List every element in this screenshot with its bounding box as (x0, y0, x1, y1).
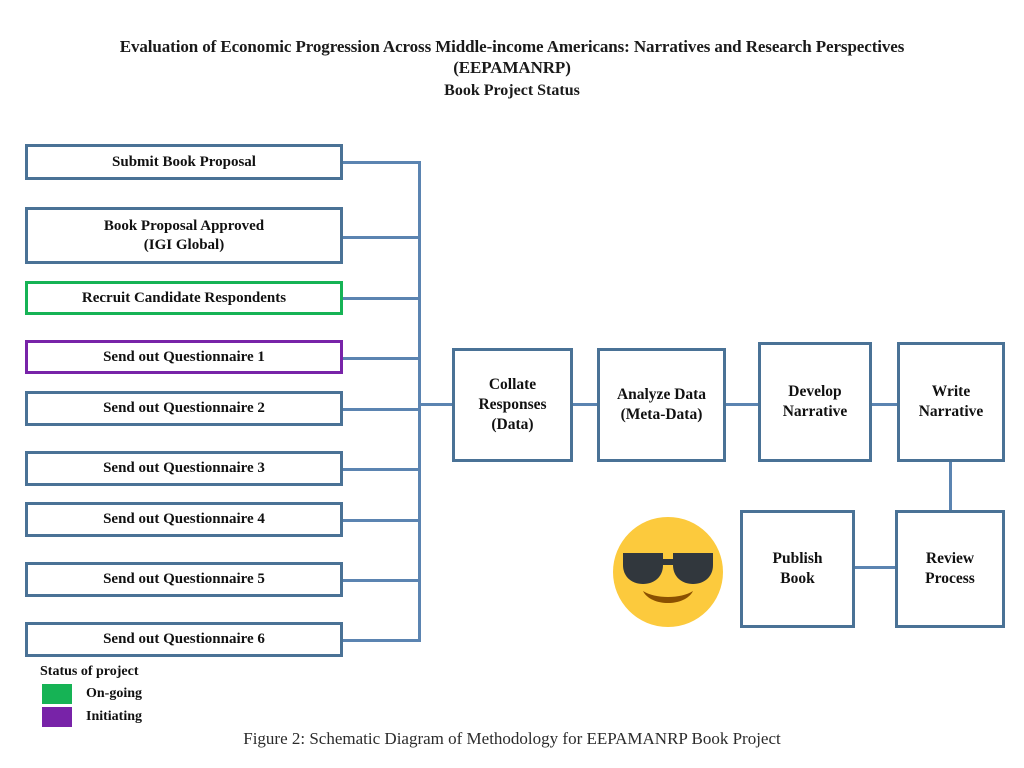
node-label: Send out Questionnaire 3 (103, 460, 265, 476)
figure-caption: Figure 2: Schematic Diagram of Methodolo… (243, 729, 781, 748)
legend: Status of project On-going Initiating (40, 663, 340, 728)
connector-left-7 (343, 519, 421, 522)
legend-label: Initiating (86, 709, 143, 724)
node-review-process[interactable]: Review Process (895, 510, 1005, 628)
node-label: Review Process (925, 550, 975, 587)
node-label: Send out Questionnaire 5 (103, 571, 265, 587)
node-submit-book-proposal[interactable]: Submit Book Proposal (25, 144, 343, 180)
connector-left-4 (343, 357, 421, 360)
connector-bus-to-collate (418, 403, 454, 406)
connector-left-1 (343, 161, 421, 164)
connector-publish-to-review (853, 566, 897, 569)
connector-left-6 (343, 468, 421, 471)
connector-left-3 (343, 297, 421, 300)
connector-left-9 (343, 639, 421, 642)
legend-item-initiating: Initiating (40, 705, 340, 728)
connector-develop-to-write (870, 403, 899, 406)
node-send-out-questionnaire-5[interactable]: Send out Questionnaire 5 (25, 562, 343, 597)
node-label: Write Narrative (918, 383, 984, 420)
legend-title: Status of project (40, 664, 139, 679)
node-label: Book Proposal Approved (IGI Global) (103, 217, 265, 253)
title-line-2: (EEPAMANRP) (453, 58, 571, 77)
node-write-narrative[interactable]: Write Narrative (897, 342, 1005, 462)
node-label: Publish Book (772, 550, 823, 587)
node-label: Send out Questionnaire 4 (103, 511, 265, 527)
node-label: Collate Responses (Data) (478, 376, 547, 433)
node-send-out-questionnaire-4[interactable]: Send out Questionnaire 4 (25, 502, 343, 537)
connector-analyze-to-develop (724, 403, 760, 406)
node-book-proposal-approved[interactable]: Book Proposal Approved (IGI Global) (25, 207, 343, 264)
node-send-out-questionnaire-1[interactable]: Send out Questionnaire 1 (25, 340, 343, 374)
title-line-1: Evaluation of Economic Progression Acros… (119, 37, 905, 56)
node-collate-responses[interactable]: Collate Responses (Data) (452, 348, 573, 462)
node-label: Send out Questionnaire 2 (103, 400, 265, 416)
node-label: Analyze Data (Meta-Data) (616, 386, 707, 423)
node-send-out-questionnaire-3[interactable]: Send out Questionnaire 3 (25, 451, 343, 486)
node-label: Submit Book Proposal (112, 153, 256, 170)
legend-swatch-initiating (42, 706, 72, 727)
connector-write-to-review (949, 459, 952, 513)
node-develop-narrative[interactable]: Develop Narrative (758, 342, 872, 462)
connector-left-8 (343, 579, 421, 582)
node-label: Send out Questionnaire 6 (103, 631, 265, 647)
connector-collate-to-analyze (571, 403, 599, 406)
connector-left-2 (343, 236, 421, 239)
connector-left-5 (343, 408, 421, 411)
node-recruit-candidate-respondents[interactable]: Recruit Candidate Respondents (25, 281, 343, 315)
node-analyze-data[interactable]: Analyze Data (Meta-Data) (597, 348, 726, 462)
node-send-out-questionnaire-6[interactable]: Send out Questionnaire 6 (25, 622, 343, 657)
node-label: Develop Narrative (782, 383, 848, 420)
node-label: Recruit Candidate Respondents (81, 289, 287, 306)
page-title: Evaluation of Economic Progression Acros… (0, 36, 1024, 101)
smiling-face-with-sunglasses-icon (613, 517, 723, 627)
node-send-out-questionnaire-2[interactable]: Send out Questionnaire 2 (25, 391, 343, 426)
node-publish-book[interactable]: Publish Book (740, 510, 855, 628)
legend-item-ongoing: On-going (40, 682, 340, 705)
connector-vertical-bus (418, 161, 421, 642)
legend-label: On-going (86, 686, 143, 701)
legend-swatch-ongoing (42, 683, 72, 704)
node-label: Send out Questionnaire 1 (103, 348, 265, 365)
title-line-3: Book Project Status (444, 82, 580, 99)
